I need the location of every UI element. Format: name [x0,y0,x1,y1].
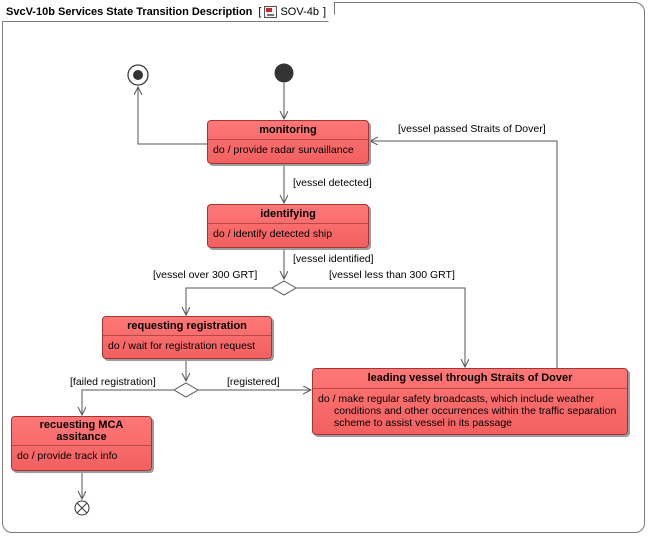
state-recuesting-name: recuesting MCA assitance [12,417,151,446]
state-recuesting-activity: do / provide track info [17,450,118,462]
final-node-inner [133,70,143,80]
choice-node-registration [173,382,199,398]
transition-monitoring-final [138,87,207,145]
initial-node [274,63,294,83]
state-leading-name: leading vessel through Straits of Dover [313,369,627,389]
guard-vessel-detected: [vessel detected] [293,177,372,189]
state-leading-vessel[interactable]: leading vessel through Straits of Dover … [312,368,628,435]
guard-vessel-over-300: [vessel over 300 GRT] [153,269,258,281]
state-identifying[interactable]: identifying do / identify detected ship [207,204,369,248]
reference-label: SOV-4b [280,5,319,18]
diagram-frame-tab: SvcV-10b Services State Transition Descr… [2,2,335,22]
choice-node-grt [271,280,297,296]
diagram-icon [264,6,277,18]
state-monitoring-activity: do / provide radar survaillance [213,144,354,156]
diagram-reference[interactable]: [ SOV-4b ] [258,6,326,18]
state-identifying-activity: do / identify detected ship [213,228,333,240]
reference-open-bracket: [ [258,5,262,18]
reference-close-bracket: ] [322,5,327,18]
transition-passed-dover [370,141,558,368]
guard-vessel-less-300: [vessel less than 300 GRT] [329,269,455,281]
terminate-node [74,500,90,516]
transition-less-300 [296,287,465,367]
state-monitoring-name: monitoring [208,121,368,140]
transition-over-300 [186,287,272,315]
guard-failed-registration: [failed registration] [70,376,156,388]
transition-failed [82,389,174,415]
state-leading-activity: do / make regular safety broadcasts, whi… [318,393,617,429]
state-requesting-registration[interactable]: requesting registration do / wait for re… [102,316,272,359]
state-requesting-activity: do / wait for registration request [108,340,256,352]
guard-vessel-passed: [vessel passed Straits of Dover] [398,123,546,135]
guard-vessel-identified: [vessel identified] [293,253,374,265]
state-requesting-name: requesting registration [103,317,271,336]
state-identifying-name: identifying [208,205,368,224]
state-monitoring[interactable]: monitoring do / provide radar survaillan… [207,120,369,164]
state-recuesting-mca[interactable]: recuesting MCA assitance do / provide tr… [11,416,152,471]
guard-registered: [registered] [227,376,280,388]
diagram-title: SvcV-10b Services State Transition Descr… [6,5,253,18]
